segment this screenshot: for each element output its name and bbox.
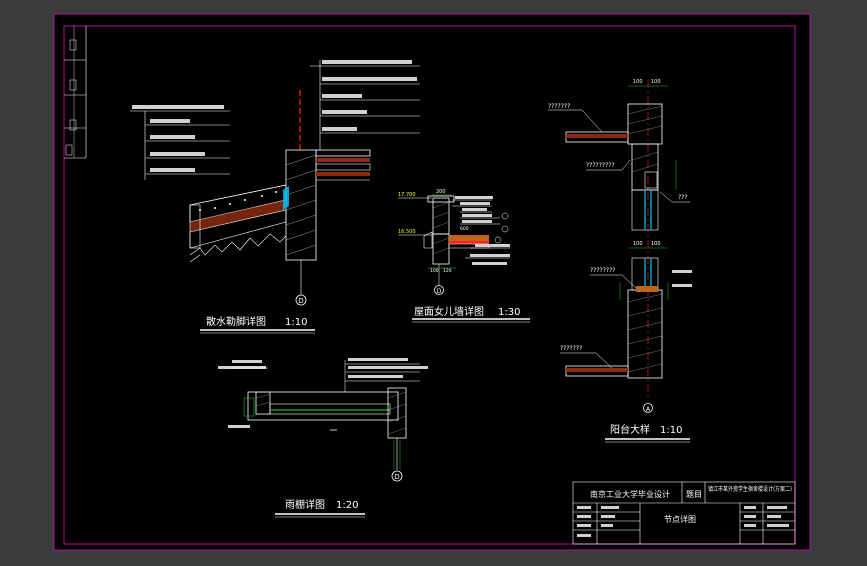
school-name: 南京工业大学毕业设计 xyxy=(590,489,670,499)
canopy-title: 雨棚详图 xyxy=(285,498,325,511)
balcony-detail[interactable]: 100 100 ??????? ????????? ??? 100 100 xyxy=(548,79,692,443)
apron-scale: 1:10 xyxy=(285,317,307,328)
apron-title: 散水勒脚详图 xyxy=(206,315,266,328)
drawing-sheet xyxy=(53,13,811,551)
parapet-detail[interactable]: 17.700 16.500 200 xyxy=(398,189,530,323)
detail-marker-text: D xyxy=(298,297,303,305)
apron-detail[interactable]: D 散水勒脚详图 1:10 xyxy=(130,60,420,334)
balcony-dim: 100 xyxy=(633,241,643,247)
balcony-title: 阳台大样 xyxy=(610,423,650,436)
binding-marks xyxy=(64,39,86,159)
detail-marker-text: D xyxy=(394,473,399,481)
balcony-dim: 100 xyxy=(651,79,661,85)
balcony-dim: 100 xyxy=(651,241,661,247)
balcony-label: ??????? xyxy=(548,103,570,110)
canopy-detail[interactable]: D 雨棚详图 1:20 xyxy=(218,358,428,518)
parapet-title: 屋面女儿墙详图 xyxy=(414,305,484,318)
parapet-scale: 1:30 xyxy=(498,307,520,318)
inner-frame xyxy=(63,25,796,545)
detail-marker-text: D xyxy=(437,288,442,295)
drawing-name: 节点详图 xyxy=(664,514,696,524)
parapet-dim: 600 xyxy=(460,226,469,232)
balcony-label: ???????? xyxy=(590,267,615,274)
canopy-scale: 1:20 xyxy=(336,500,358,511)
balcony-label: ??????? xyxy=(560,345,582,352)
parapet-dim-top: 200 xyxy=(436,189,446,195)
balcony-label: ??? xyxy=(678,194,688,201)
parapet-dim: 120 xyxy=(443,268,452,274)
title-block[interactable] xyxy=(572,481,796,545)
project-name: 镇江市某外资学生宿舍楼设计(方案二) xyxy=(708,485,792,493)
parapet-dim: 100 xyxy=(430,268,439,274)
detail-marker-text: A xyxy=(646,406,651,413)
balcony-label: ????????? xyxy=(586,162,615,169)
parapet-elev-low: 16.500 xyxy=(398,229,416,235)
balcony-dim: 100 xyxy=(633,79,643,85)
parapet-elev-top: 17.700 xyxy=(398,192,416,198)
title-block-cells xyxy=(577,506,789,537)
balcony-scale: 1:10 xyxy=(660,425,682,436)
title-label: 题目 xyxy=(686,490,702,499)
